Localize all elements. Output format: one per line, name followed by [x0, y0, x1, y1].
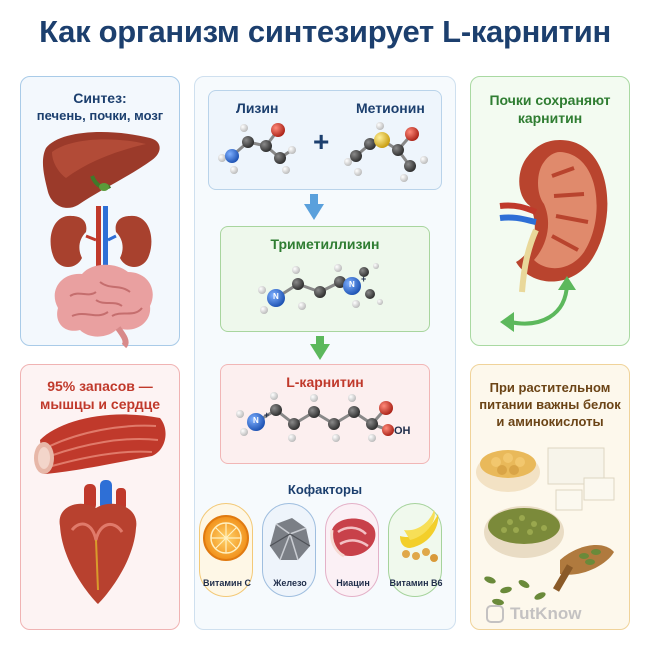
- carnitine-label: L-карнитин: [286, 374, 364, 390]
- muscle-illustration: [34, 414, 166, 474]
- kidneys-illustration: [50, 206, 152, 270]
- trimethyllysine-n-charge: +: [361, 274, 367, 284]
- trimethyllysine-n-right: N: [349, 280, 355, 289]
- lysine-label: Лизин: [236, 100, 279, 116]
- kidney-illustration: [499, 140, 608, 293]
- methionine-label: Метионин: [356, 100, 425, 116]
- arrow-down-1-head: [304, 204, 324, 220]
- carnitine-n-charge: +: [264, 410, 270, 420]
- meat-icon: [330, 518, 376, 558]
- banana-icon: [400, 510, 439, 562]
- carnitine-oh-label: OH: [394, 425, 411, 437]
- cofactor-label: Ниацин: [336, 578, 370, 588]
- carnitine-molecule: [236, 392, 394, 442]
- brain-illustration: [54, 264, 153, 349]
- orange-icon: [203, 515, 249, 561]
- reserves-organs: мышцы и сердце: [40, 396, 160, 412]
- cofactor-label: Витамин С: [202, 578, 252, 588]
- kidney-subtitle: карнитин: [517, 110, 583, 126]
- cofactor-label: Витамин В6: [389, 578, 443, 588]
- trimethyllysine-molecule: [258, 263, 383, 314]
- food-line1: При растительном: [489, 380, 611, 395]
- reserves-title: 95% запасов —: [47, 378, 153, 394]
- trimethyllysine-label: Триметиллизин: [270, 236, 380, 252]
- cofactor-label: Железо: [273, 578, 307, 588]
- food-line2: питании важны белок: [479, 397, 621, 412]
- cofactors-title: Кофакторы: [287, 482, 363, 497]
- kidney-title: Почки сохраняют: [489, 92, 611, 108]
- recycle-arrow-head-up: [558, 276, 576, 290]
- arrow-down-2-head: [310, 344, 330, 360]
- synthesis-organs: печень, почки, мозг: [36, 108, 164, 123]
- trimethyllysine-box: [220, 226, 430, 332]
- liver-illustration: [42, 132, 160, 208]
- carnitine-box: [220, 364, 430, 464]
- carnitine-n-label: N: [253, 416, 259, 425]
- methionine-molecule: [344, 122, 428, 182]
- synthesis-title: Синтез:: [73, 90, 127, 106]
- watermark: TutKnow: [510, 604, 582, 623]
- recycle-arrow-head-left: [500, 312, 514, 332]
- food-illustration: [476, 447, 615, 606]
- iron-ore-icon: [269, 518, 311, 561]
- lysine-molecule: [218, 123, 296, 174]
- watermark-logo-icon: [486, 605, 504, 623]
- page-title: Как организм синтезирует L-карнитин: [39, 14, 611, 49]
- food-line3: и аминокислоты: [496, 414, 604, 429]
- heart-illustration: [59, 480, 137, 604]
- plus-sign: +: [313, 126, 330, 157]
- recycle-arrow: [509, 283, 569, 326]
- trimethyllysine-n-left: N: [273, 292, 279, 301]
